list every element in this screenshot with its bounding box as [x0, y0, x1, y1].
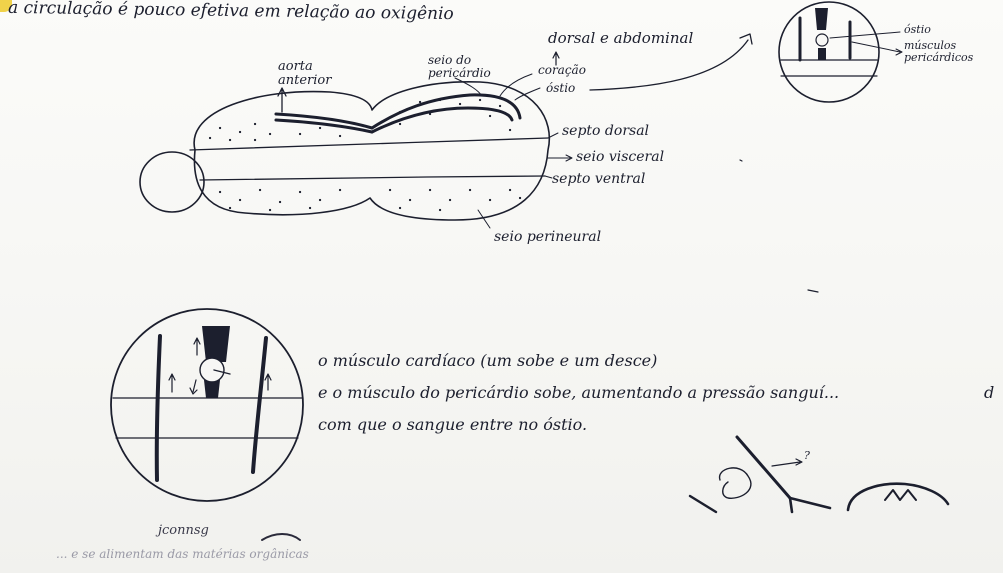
stray-mark — [808, 290, 818, 292]
label-seio-visceral: seio visceral — [576, 150, 664, 165]
sinus-dots — [210, 100, 520, 210]
bottom-faint-word: jconnsg — [158, 524, 209, 538]
label-seio-perineural: seio perineural — [494, 230, 601, 245]
label-ostio: óstio — [546, 82, 575, 95]
leader-pericardio — [455, 78, 482, 96]
bottom-faint-line: ... e se alimentam das matérias orgânica… — [56, 548, 309, 561]
leader-ostio — [515, 88, 540, 100]
leader-seio-visceral — [548, 155, 572, 161]
aorta-arrow — [278, 88, 286, 112]
br-blob — [720, 468, 751, 498]
inset-top-ostio — [816, 34, 828, 46]
br-line-2 — [790, 498, 830, 508]
inset-label-ostio: óstio — [904, 24, 931, 36]
inset-label-musculos: músculos pericárdicos — [904, 40, 966, 64]
bottom-arrow-up — [194, 338, 200, 355]
bottom-ostio — [200, 358, 224, 382]
br-line-3 — [790, 498, 792, 512]
br-line-1 — [737, 437, 790, 498]
bottom-arrow-left — [169, 374, 175, 392]
bottom-arrow-down — [190, 380, 197, 394]
label-coracao: coração — [538, 64, 586, 77]
bottom-muscle-right — [253, 338, 266, 472]
septo-dorsal-line — [190, 138, 548, 150]
leader-septo-ventral — [545, 176, 552, 178]
head-oval — [140, 152, 204, 212]
label-dorsal-abdominal: dorsal e abdominal — [548, 30, 693, 47]
inset-circle-top — [779, 2, 879, 102]
bottom-dash — [262, 534, 300, 540]
bottom-line-2: e o músculo do pericárdio sobe, aumentan… — [318, 384, 839, 402]
br-zigzag — [885, 490, 916, 500]
stray-mark-2 — [740, 160, 742, 161]
label-seio-pericardico: seio do pericárdio — [428, 54, 508, 80]
bottom-line-3: com que o sangue entre no óstio. — [318, 416, 587, 434]
label-bottom-right: ? — [804, 450, 810, 462]
inset-leader-ostio — [830, 32, 900, 38]
inset-leader-musculos — [852, 42, 902, 55]
aorta-vessel-2 — [276, 120, 372, 132]
bottom-muscle-left — [157, 336, 160, 480]
label-septo-dorsal: septo dorsal — [562, 124, 649, 139]
bottom-arrow-right — [265, 374, 271, 390]
br-leader — [772, 459, 802, 466]
br-line-4 — [690, 496, 716, 512]
septo-ventral-line — [200, 176, 545, 180]
body-outline — [194, 82, 549, 220]
bottom-right-d: d — [984, 384, 994, 402]
label-septo-ventral: septo ventral — [552, 172, 645, 187]
label-aorta-anterior: aorta anterior — [278, 60, 348, 89]
bottom-line-1: o músculo cardíaco (um sobe e um desce) — [318, 352, 657, 370]
heart-vessel-lower — [372, 108, 512, 132]
